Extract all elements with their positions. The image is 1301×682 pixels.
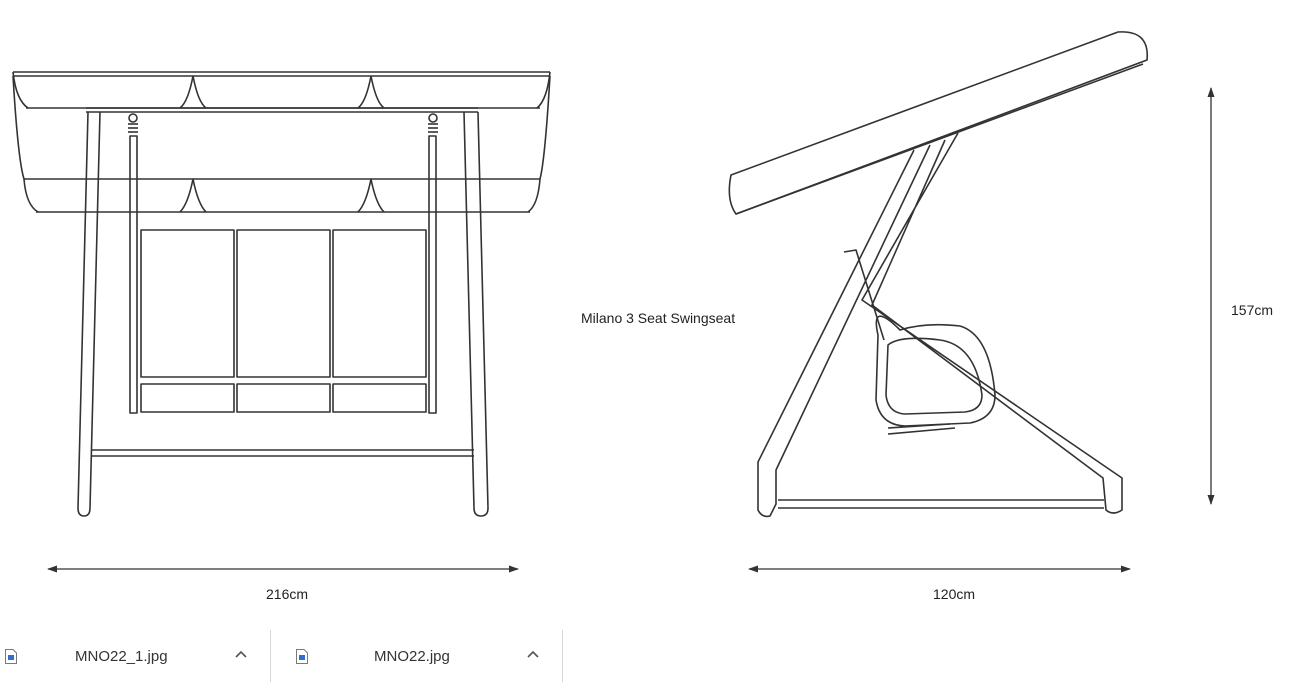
height-label: 157cm (1231, 302, 1274, 318)
front-frame-legs (77, 111, 489, 517)
image-file-icon (5, 649, 17, 664)
product-name-label: Milano 3 Seat Swingseat (581, 310, 736, 326)
side-swing-seat (843, 249, 996, 435)
download-file-name: MNO22.jpg (374, 648, 450, 665)
download-bar: MNO22_1.jpg MNO22.jpg (0, 630, 1301, 682)
depth-label: 120cm (933, 586, 976, 602)
download-file-name: MNO22_1.jpg (75, 648, 168, 665)
download-separator (562, 630, 563, 682)
side-canopy (728, 31, 1149, 215)
front-canopy (12, 71, 551, 213)
download-item-1[interactable]: MNO22_1.jpg (0, 630, 270, 682)
download-separator (270, 630, 271, 682)
front-view (12, 71, 551, 517)
image-file-icon (296, 649, 308, 664)
width-label: 216cm (266, 586, 309, 602)
front-seat-cushions (140, 229, 427, 413)
front-swing-hangers (128, 113, 438, 414)
side-a-frame (757, 132, 1123, 518)
download-item-2[interactable]: MNO22.jpg (271, 630, 562, 682)
chevron-up-icon[interactable] (233, 646, 249, 662)
chevron-up-icon[interactable] (525, 646, 541, 662)
side-view (728, 31, 1149, 518)
swingseat-technical-drawing (12, 31, 1215, 573)
